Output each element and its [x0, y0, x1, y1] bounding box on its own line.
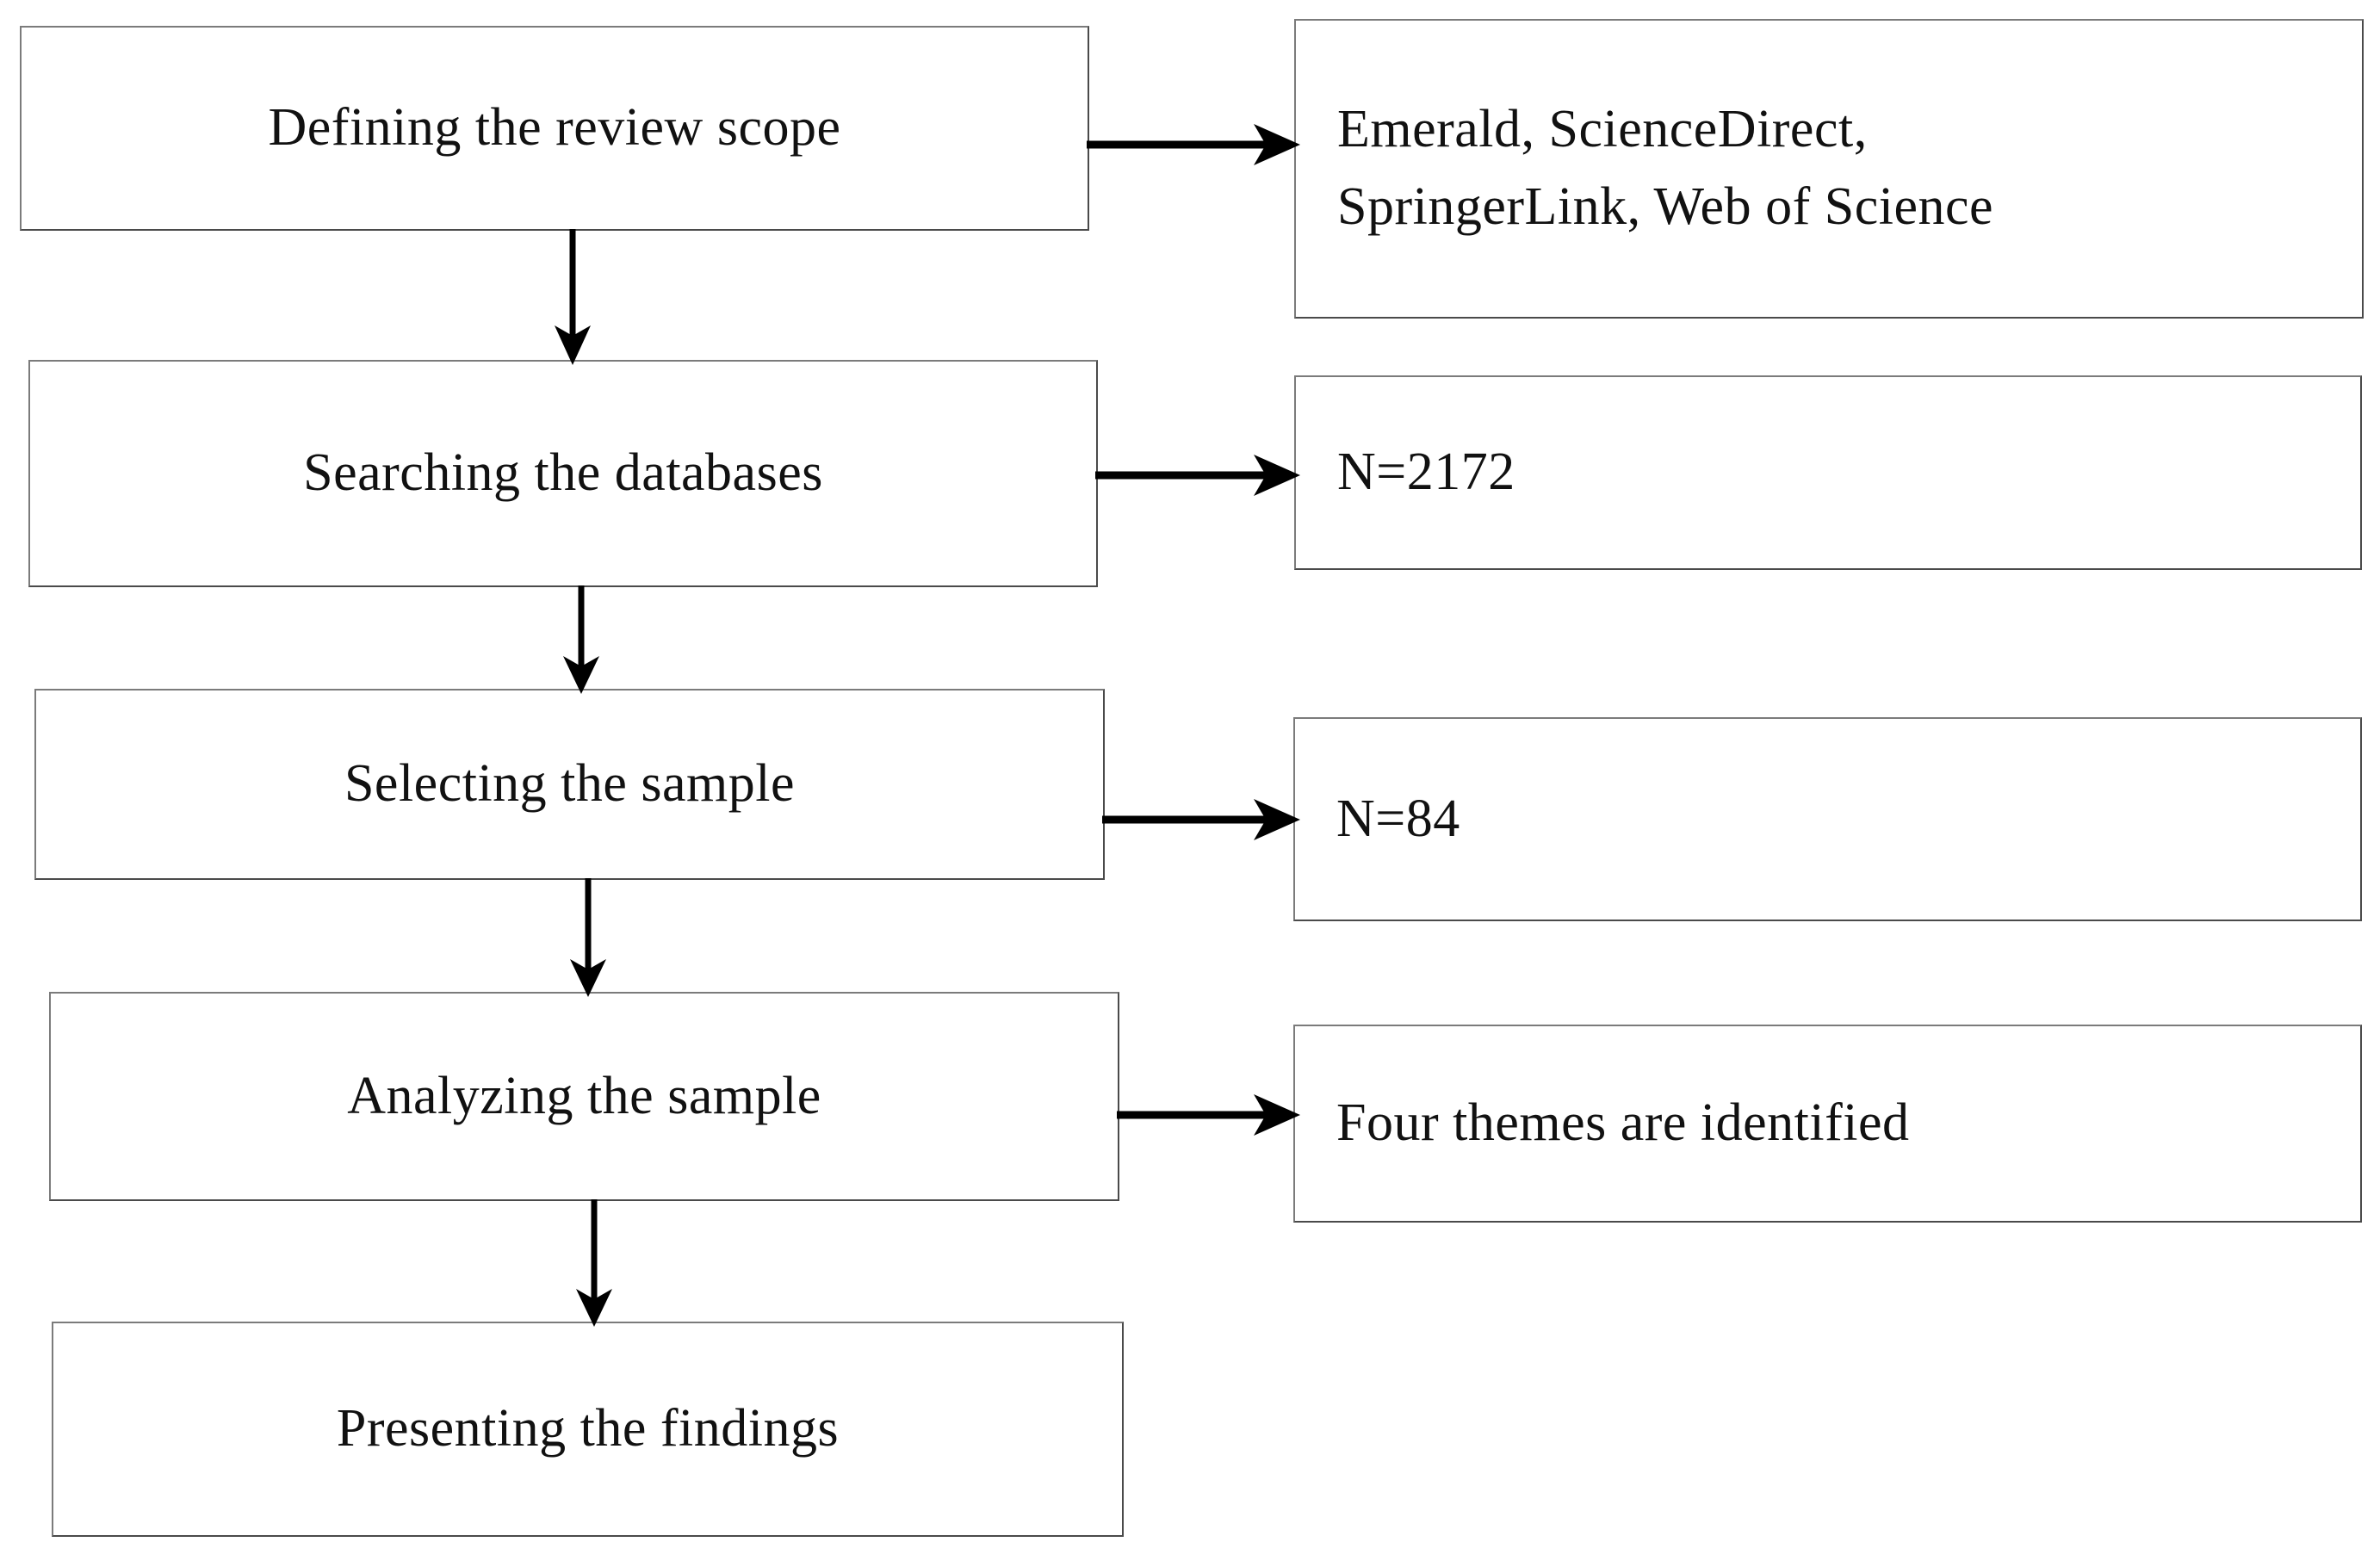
process-step-box-5[interactable]: Presenting the findings [52, 1322, 1124, 1537]
output-box-4[interactable]: Four themes are identified [1293, 1025, 2362, 1223]
arrow-step4-to-output4 [1117, 1081, 1302, 1149]
output-box-2[interactable]: N=2172 [1294, 375, 2362, 570]
arrow-step2-to-step3 [551, 585, 611, 696]
arrow-step1-to-step2 [542, 229, 603, 367]
arrow-step3-to-step4 [558, 878, 618, 999]
output-label-1: Emerald, ScienceDirect, SpringerLink, We… [1337, 100, 1993, 236]
process-step-label-5: Presenting the findings [336, 1399, 840, 1458]
arrow-step2-to-output2 [1095, 441, 1302, 510]
process-step-label-4: Analyzing the sample [347, 1066, 821, 1125]
process-step-label-1: Defining the review scope [268, 98, 841, 158]
process-step-label-3: Selecting the sample [344, 754, 796, 814]
output-label-3: N=84 [1336, 789, 1460, 848]
arrow-step1-to-output1 [1087, 110, 1302, 179]
arrow-step4-to-step5 [564, 1199, 624, 1328]
output-box-3[interactable]: N=84 [1293, 717, 2362, 921]
process-step-box-4[interactable]: Analyzing the sample [49, 992, 1119, 1201]
process-step-label-2: Searching the databases [303, 443, 823, 503]
output-label-4: Four themes are identified [1336, 1093, 1910, 1153]
process-step-box-1[interactable]: Defining the review scope [20, 26, 1089, 231]
process-step-box-2[interactable]: Searching the databases [28, 360, 1098, 587]
output-label-2: N=2172 [1337, 443, 1515, 502]
process-step-box-3[interactable]: Selecting the sample [34, 689, 1105, 880]
arrow-step3-to-output3 [1102, 785, 1302, 854]
output-box-1[interactable]: Emerald, ScienceDirect, SpringerLink, We… [1294, 19, 2364, 319]
